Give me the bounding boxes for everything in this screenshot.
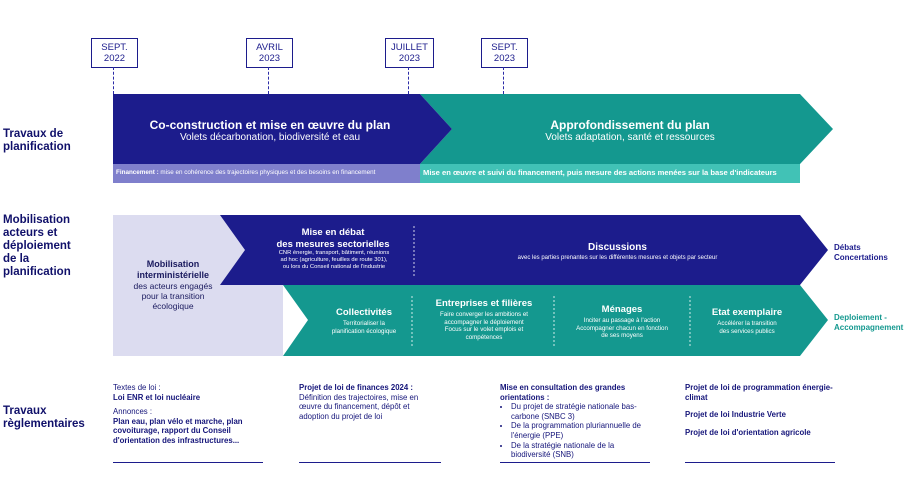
discussions-title: Discussions (588, 242, 647, 253)
deploiement-side-label: Deploiement - Accompagnement (834, 313, 904, 332)
entreprises-title: Entreprises et filières (435, 298, 533, 309)
list-item: De la stratégie nationale de la biodiver… (511, 441, 650, 460)
date-year: 2023 (398, 53, 421, 64)
date-month: SEPT. (101, 42, 128, 53)
consultation-title: Mise en consultation des grandes orienta… (500, 383, 626, 402)
date-marker-sept-2023: SEPT. 2023 (481, 38, 528, 68)
entreprises-text: Faire converger les ambitions et accompa… (439, 311, 529, 341)
timeline-guide (113, 67, 114, 94)
reglementaires-col-4: Projet de loi de programmation énergie-c… (685, 383, 835, 463)
timeline-guide (408, 67, 409, 94)
coconstruction-title: Co-construction et mise en œuvre du plan (149, 118, 391, 132)
date-marker-sept-2022: SEPT. 2022 (91, 38, 138, 68)
date-marker-juillet-2023: JUILLET 2023 (385, 38, 434, 68)
date-month: AVRIL (256, 42, 283, 53)
interministerielle-text: des acteurs engagés pour la transition é… (133, 281, 213, 311)
annonces-label: Annonces : (113, 407, 153, 417)
date-month: SEPT. (491, 42, 518, 53)
collectivites-text: Territorialiser la planification écologi… (331, 320, 397, 335)
debat-text: CNR énergie, transport, bâtiment, réunio… (278, 250, 390, 270)
textes-de-loi-value: Loi ENR et loi nucléaire (113, 392, 201, 402)
interministerielle-title: Mobilisation interministérielle (136, 259, 210, 280)
coconstruction-arrow (113, 94, 452, 164)
etat-text: Accélérer la transition des services pub… (717, 320, 777, 335)
approfondissement-arrow (420, 94, 833, 164)
loi-energie-climat: Projet de loi de programmation énergie-c… (685, 383, 833, 402)
reglementaires-col-2: Projet de loi de finances 2024 : Définit… (299, 383, 441, 463)
approfondissement-subtitle: Volets adaptation, santé et ressources (545, 132, 715, 143)
collectivites-title: Collectivités (336, 307, 392, 318)
date-year: 2022 (103, 53, 126, 64)
financement-body: mise en cohérence des trajectoires physi… (158, 169, 376, 176)
timeline-guide (503, 67, 504, 94)
approfondissement-title: Approfondissement du plan (550, 118, 710, 132)
row-label-mobilisation: Mobilisation acteurs et déploiement de l… (3, 214, 71, 278)
coconstruction-label: Co-construction et mise en œuvre du plan… (120, 118, 420, 144)
deploiement-arrow (283, 285, 828, 356)
loi-orientation-agricole: Projet de loi d'orientation agricole (685, 427, 811, 437)
textes-de-loi-label: Textes de loi : (113, 383, 161, 392)
date-marker-avril-2023: AVRIL 2023 (246, 38, 293, 68)
timeline-guide (268, 67, 269, 94)
consultation-list: Du projet de stratégie nationale bas-car… (500, 402, 650, 460)
menages-text: Inciter au passage à l'action Accompagne… (576, 317, 668, 339)
plf-title: Projet de loi de finances 2024 : (299, 383, 413, 392)
list-item: De la programmation pluriannuelle de l'é… (511, 421, 650, 440)
approfondissement-label: Approfondissement du plan Volets adaptat… (480, 118, 780, 144)
date-year: 2023 (258, 53, 281, 64)
reglementaires-col-3: Mise en consultation des grandes orienta… (500, 383, 650, 463)
financement-band (113, 164, 420, 183)
suivi-band (420, 164, 800, 183)
row-label-reglementaires: Travaux règlementaires (3, 405, 85, 430)
suivi-text: Mise en œuvre et suivi du financement, p… (423, 168, 777, 177)
etat-title: Etat exemplaire (711, 307, 783, 318)
discussions-arrow (220, 215, 828, 285)
list-item: Du projet de stratégie nationale bas-car… (511, 402, 650, 421)
debat-title: Mise en débat des mesures sectorielles (276, 227, 390, 250)
coconstruction-subtitle: Volets décarbonation, biodiversité et ea… (179, 132, 361, 143)
discussions-text: avec les parties prenantes sur les diffé… (517, 255, 718, 261)
date-year: 2023 (493, 53, 516, 64)
annonces-value: Plan eau, plan vélo et marche, plan covo… (113, 416, 243, 445)
financement-label: Financement : (116, 169, 159, 176)
loi-industrie-verte: Projet de loi Industrie Verte (685, 410, 786, 420)
menages-title: Ménages (601, 304, 643, 315)
financement-text: Financement : mise en cohérence des traj… (116, 169, 418, 177)
reglementaires-col-1: Textes de loi : Loi ENR et loi nucléaire… (113, 383, 263, 463)
row-label-planification: Travaux de planification (3, 128, 71, 153)
plf-text: Définition des trajectoires, mise en œuv… (299, 392, 419, 421)
date-month: JUILLET (391, 42, 428, 53)
debats-side-label: Débats Concertations (834, 243, 888, 262)
